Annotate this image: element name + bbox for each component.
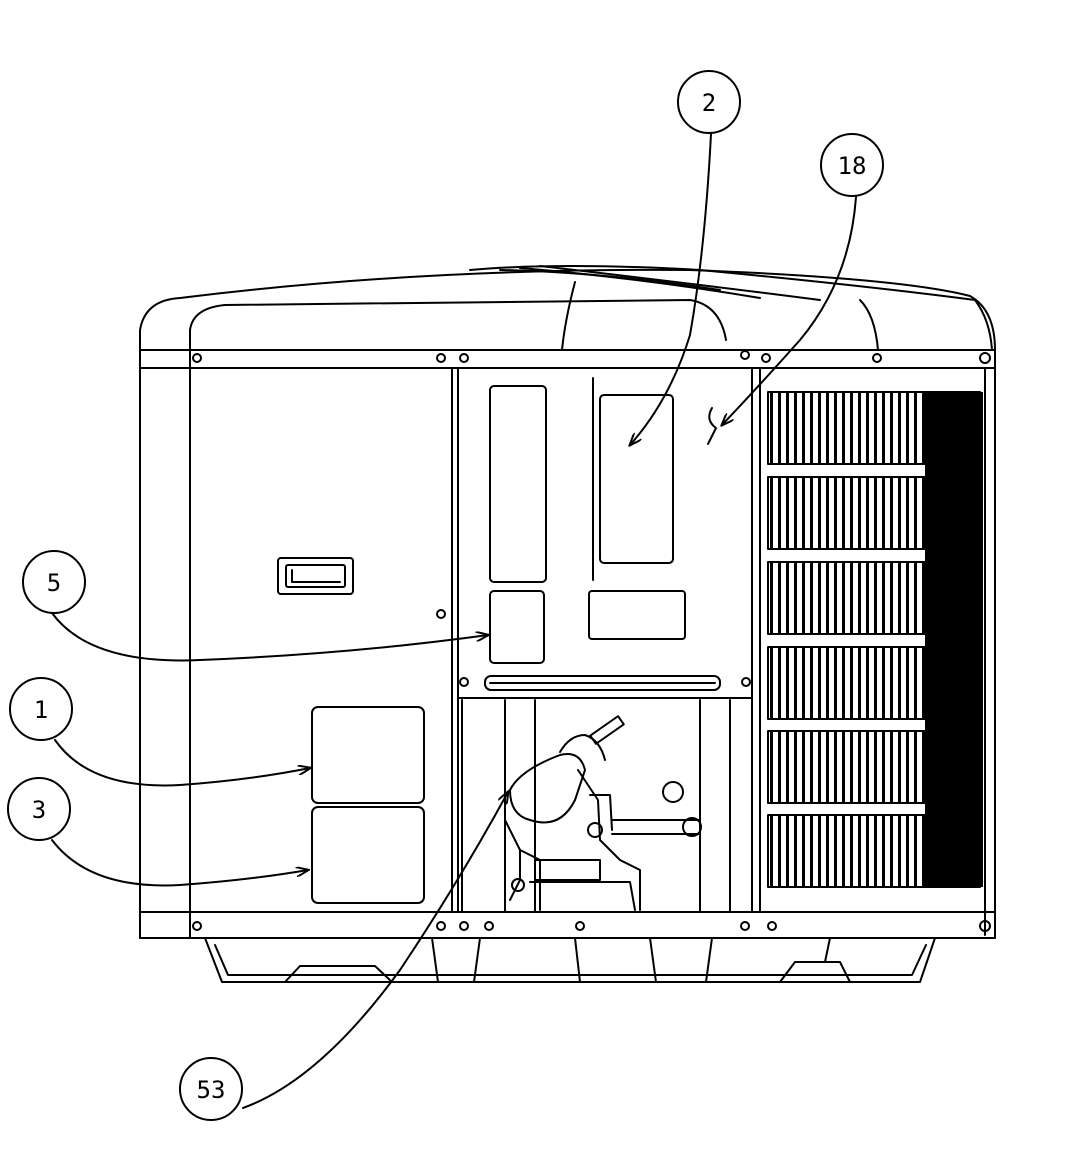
callout-5 (22, 550, 86, 614)
leader-1 (54, 739, 310, 787)
callout-label-2: 2 (702, 89, 716, 117)
screws (192, 350, 991, 932)
left-access-panel (277, 557, 354, 595)
callout-label-53: 53 (197, 1076, 226, 1104)
leader-2 (630, 133, 712, 445)
condenser-coil-guard (767, 391, 983, 888)
callout-3 (7, 777, 71, 841)
leader-lines (51, 133, 857, 1109)
top-cover (139, 265, 996, 369)
callout-label-3: 3 (32, 796, 46, 824)
leader-5 (51, 612, 488, 662)
base-pan (204, 937, 936, 983)
callout-18 (820, 133, 884, 197)
label-plate-1 (311, 706, 425, 804)
compressor-compartment (461, 699, 731, 913)
callout-2 (677, 70, 741, 134)
callout-53 (179, 1057, 243, 1121)
control-panel (457, 377, 753, 699)
callout-1 (9, 677, 73, 741)
label-plate-3 (311, 806, 425, 904)
leader-3 (51, 839, 308, 887)
leader-53 (242, 792, 508, 1109)
callout-label-18: 18 (838, 152, 867, 180)
leader-18 (722, 196, 857, 425)
callout-label-1: 1 (34, 696, 48, 724)
callout-label-5: 5 (47, 569, 61, 597)
